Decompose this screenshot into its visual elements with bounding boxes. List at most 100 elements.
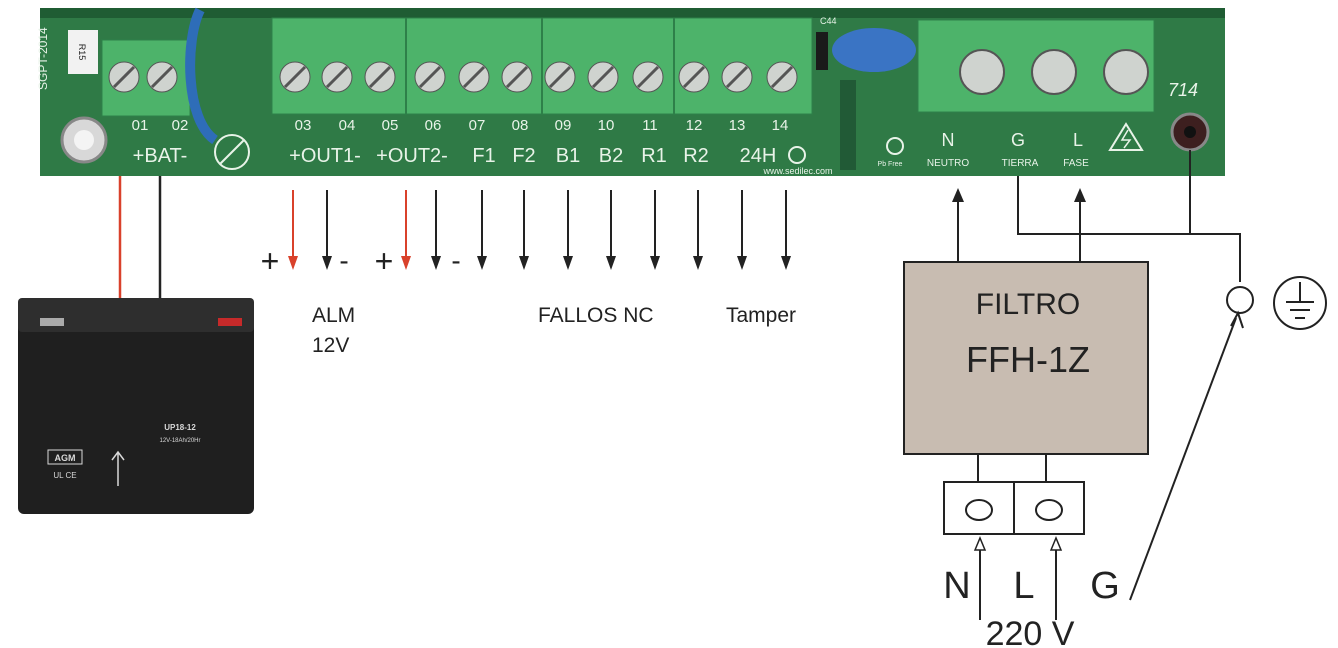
terminal-number: 05 [382,117,399,134]
label-r2: R2 [683,145,709,167]
website-label: www.sedilec.com [762,166,832,176]
terminal-number: 12 [686,117,703,134]
ground-wire [1017,176,1241,282]
screw-slot [636,65,660,89]
terminal-numbers: 01 02 03 04 05 06 07 08 09 10 11 12 13 1… [132,117,789,134]
label-24h: 24H [740,145,777,167]
terminal-screw-ground[interactable] [1031,49,1077,95]
mains-voltage-label: 220 V [986,615,1075,648]
terminal-number: 13 [729,117,746,134]
filter-model: FFH-1Z [966,339,1090,380]
battery: UP18-12 12V-18Ah/20Hr AGM UL CE [18,298,254,514]
label-bat: +BAT- [133,145,188,167]
battery-terminal-left [40,318,64,326]
output-arrowhead [401,256,411,270]
lightning-bolt [1120,129,1132,149]
power-sublabel-neutro: NEUTRO [927,158,969,169]
mains-label-g: G [1090,565,1120,607]
output-arrowhead [563,256,573,270]
tamper-label: Tamper [726,304,796,327]
connector-screw-l[interactable] [1035,499,1063,521]
screw-slot [682,65,706,89]
mains-label-n: N [943,565,970,607]
plus-sign-out1: + [261,243,280,279]
connector-screw-n[interactable] [965,499,993,521]
filter-title: FILTRO [976,288,1080,321]
terminal-screw-phase[interactable] [1103,49,1149,95]
label-f2: F2 [512,145,535,167]
minus-sign-out2: - [451,245,460,276]
screw-slot [505,65,529,89]
screw-slot [725,65,749,89]
battery-spec: 12V-18Ah/20Hr [159,438,200,444]
board-chip [68,30,98,74]
prohibited-icon [214,134,250,170]
screw-slot [112,65,136,89]
output-arrowhead [322,256,332,270]
mounting-hole-center [74,130,94,150]
plus-sign-out2: + [375,243,394,279]
capacitor-blue [832,28,916,72]
screw-slot [325,65,349,89]
minus-sign-out1: - [339,245,348,276]
terminal-number: 04 [339,117,356,134]
terminal-number: 10 [598,117,615,134]
ground-junction [1226,286,1254,314]
mains-wiring: FILTRO FFH-1Z N L G 220 V [903,150,1327,648]
pb-free-icon [886,137,904,155]
screw-slot [283,65,307,89]
pcb-trace [840,80,856,170]
battery-brand-box [47,449,83,465]
output-arrowhead [693,256,703,270]
faults-label: FALLOS NC [538,304,654,327]
label-out2: +OUT2- [376,145,448,167]
terminal-screws [279,61,798,93]
alarm-label-line1: ALM [312,304,355,327]
screw-slot [591,65,615,89]
terminal-number: 03 [295,117,312,134]
battery-brand: AGM [55,453,76,463]
screw-slot [770,65,794,89]
terminal-number: 11 [642,117,658,134]
output-arrowhead [519,256,529,270]
board-chip-label: R15 [77,44,87,61]
label-f1: F1 [472,145,495,167]
output-arrowhead [781,256,791,270]
recycle-icon [111,450,125,486]
terminal-number: 09 [555,117,572,134]
screw-slot [368,65,392,89]
output-arrowhead [477,256,487,270]
terminal-number: 01 [132,117,149,134]
output-arrowhead [431,256,441,270]
blue-cable [185,7,219,145]
battery-marks: UL CE [53,471,76,480]
mains-label-l: L [1013,565,1034,607]
battery-model: UP18-12 [164,423,196,432]
label-b2: B2 [599,145,623,167]
earth-ground-icon [1273,276,1327,330]
terminal-screw-neutral[interactable] [959,49,1005,95]
board-side-label: SGPT-2014 [36,27,50,90]
output-arrowhead [650,256,660,270]
board-model-fragment: 714 [1168,80,1198,100]
control-board: SGPT-2014 R15 01 02 03 04 05 06 07 [36,7,1225,176]
battery-terminal-right [218,318,242,326]
filter-box [903,261,1149,455]
terminal-number: 08 [512,117,529,134]
power-sublabel-fase: FASE [1063,158,1089,169]
high-voltage-warning-icon [1108,122,1144,151]
output-arrows [288,190,791,270]
terminal-labels: +BAT- +OUT1- +OUT2- F1 F2 B1 B2 R1 R2 24… [133,145,833,176]
terminal-number: 07 [469,117,486,134]
label-out1: +OUT1- [289,145,361,167]
terminal-number: 02 [172,117,189,134]
ce-mark-icon [788,146,806,164]
screw-slot [548,65,572,89]
power-label-l: L [1073,130,1083,150]
ground-input-wire [1129,317,1237,601]
output-arrowhead [737,256,747,270]
screw-slot [462,65,486,89]
alarm-label-line2: 12V [312,334,349,357]
output-arrowhead [606,256,616,270]
terminal-number: 14 [772,117,789,134]
